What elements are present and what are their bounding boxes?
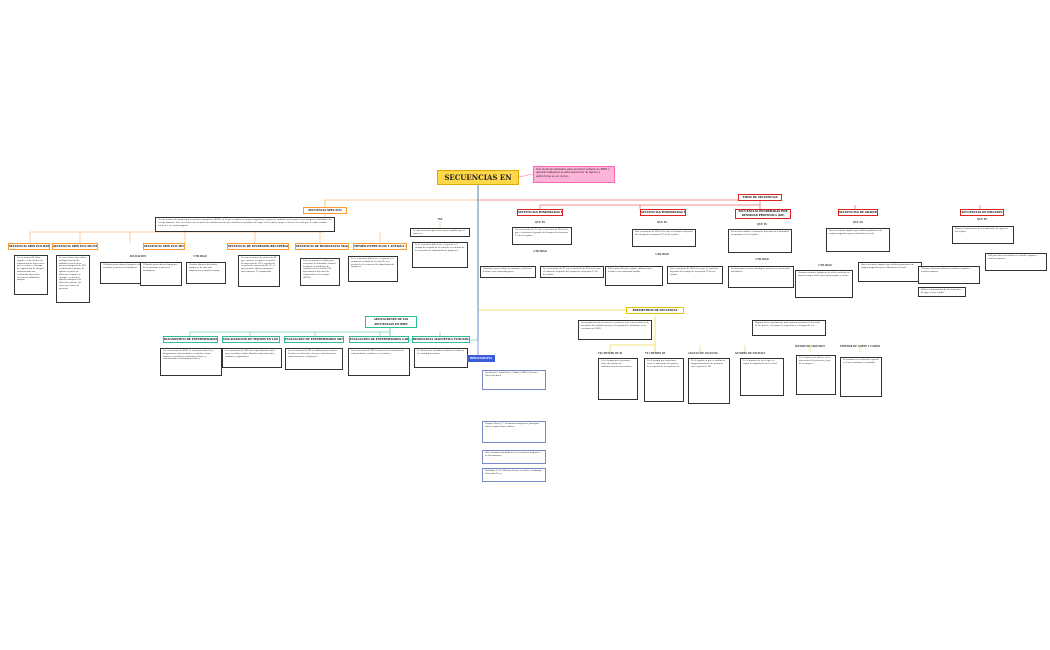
seq-que-1: Son secuencias de RM en las que el contr… — [632, 229, 696, 247]
seq-que-label-1: QUÉ ES — [657, 221, 667, 224]
param-desc-4: Es el número de píxeles en la dirección … — [796, 355, 836, 395]
params-desc-b: Algunos de los parámetros más comunes in… — [752, 320, 826, 336]
app-node-2: EVALUACIÓN DE ENFERMEDADES MÚSCULO-ESQUE… — [284, 336, 344, 343]
seq-que-label-4: QUÉ ES — [977, 218, 987, 221]
reference-0: Westbrook C, Kaut Roth C, Talbot J. MRI … — [482, 370, 546, 390]
seq-util-3b: Son secuencias rápidas que utilizan grad… — [858, 262, 922, 282]
param-desc-3: Es el número de veces que se repite la a… — [740, 358, 784, 396]
seq-util-2: Se usan para evaluar cartílagos, menisco… — [728, 266, 794, 288]
seq-util-label-3: UTILIDAD — [818, 264, 832, 267]
seq-util-3: Permiten obtener imágenes de alta resolu… — [795, 270, 853, 298]
seq-util-4: Útil para detectar infartos cerebrales a… — [918, 266, 980, 284]
param-node-0: TR (TIEMPO DE REPETICIÓN) — [598, 352, 622, 355]
multieco-label-a: APLICACIÓN — [129, 255, 147, 258]
param-desc-2: Es el ángulo en que se inclina la magnet… — [688, 358, 730, 404]
type-desc-3: Es una secuencia de pulsos de RF que con… — [238, 255, 280, 287]
app-node-1: VISUALIZACIÓN DE TEJIDOS EN LOS TEJIDOS … — [222, 336, 280, 343]
definition-note: Son técnicas utilizadas para producir se… — [533, 166, 615, 183]
seq-que-2: Secuencias donde el contraste depende de… — [728, 229, 792, 253]
spin-echo-description: Es una técnica de imagen por resonancia … — [155, 217, 335, 232]
seq-node-2: SECUENCIAS PONDERADAS POR DENSIDAD PROTÓ… — [735, 209, 791, 219]
tse-description: Es una secuencia que tiene mayor rapidez… — [410, 228, 470, 237]
type-node-2: SECUENCIA SPIN ECO MULTIECO — [143, 243, 185, 250]
app-node-4: RESONANCIA MAGNÉTICA FUNCIONAL (fRMN) — [412, 336, 470, 343]
type-node-5: TIEMPO ENTRE ECOS Y ANTIGUA ANTERIOR — [353, 243, 407, 250]
spin-echo-header: SECUENCIA SPIN ECO — [303, 207, 347, 214]
seq-util-label-0: UTILIDAD — [533, 250, 547, 253]
type-node-3: SECUENCIA DE INVERSIÓN-RECUPERACIÓN (IR) — [227, 243, 289, 250]
seq-node-1: SECUENCIAS PONDERADAS EN T2 — [640, 209, 686, 216]
types-header: TIPOS DE SECUENCIAS — [738, 194, 782, 201]
param-desc-0: Es el tiempo que transcurre entre dos pu… — [598, 358, 638, 400]
seq-util-1: Útiles para detectar edema, inflamación … — [605, 266, 663, 286]
type-node-1: SECUENCIA SPIN ECO MULTIPLANAR — [52, 243, 98, 250]
seq-util-1b: Son secuencias de RM en las que el contr… — [667, 266, 723, 284]
seq-util-0b: Las secuencias de T1 son secuencias de R… — [540, 266, 604, 278]
seq-que-label-0: QUÉ ES — [535, 221, 545, 224]
param-node-4: MATRIZ DE ADQUISICIÓN — [795, 345, 825, 348]
tse-label: TSE — [437, 218, 443, 221]
reference-3: McRobbie D. W. MRI from Picture to Proto… — [482, 468, 546, 482]
param-desc-5: Determinan la resolución espacial y el á… — [840, 357, 882, 397]
seq-util-4c: Útil para detectar infartos cerebrales a… — [985, 253, 1047, 271]
applications-header: APLICACIONES DE LAS SECUENCIAS EN RMN — [365, 316, 417, 328]
bibliography-header: BIBLIOGRAFÍA — [467, 355, 495, 362]
app-desc-3: Las secuencias de RM se usan en la evalu… — [348, 348, 410, 376]
seq-util-0: Utilizadas para evaluar la anatomía y de… — [480, 266, 536, 278]
type-desc-4: Esta secuencia se utiliza para visualiza… — [300, 258, 340, 286]
reference-2: Gili J. Introducción biofísica a la reso… — [482, 450, 546, 464]
type-node-0: SECUENCIA SPIN ECO RÁPIDA — [8, 243, 50, 250]
multieco-label-b: UTILIDAD — [193, 255, 207, 258]
params-desc-a: Los parámetros de secuencia se refieren … — [578, 320, 652, 340]
seq-util-4b: Miden el movimiento de las moléculas de … — [918, 287, 966, 297]
type-desc-1: Es una técnica que utiliza múltiples pul… — [56, 255, 90, 303]
app-desc-1: Las secuencias de RM son especialmente ú… — [222, 348, 282, 368]
multieco-use-a2: Utilizada para obtener imágenes de la an… — [140, 262, 182, 286]
reference-1: Vázquez Barro J. C. Resonancia magnética… — [482, 421, 546, 443]
seq-util-label-1: UTILIDAD — [655, 253, 669, 256]
seq-que-label-2: QUÉ ES — [757, 223, 767, 226]
app-node-0: DIAGNÓSTICO DE ENFERMEDADES CEREBRALES — [163, 336, 218, 343]
seq-que-3: Son secuencias rápidas que utilizan grad… — [826, 228, 890, 252]
param-desc-1: Es el tiempo que transcurre entre la apl… — [644, 358, 684, 402]
seq-que-label-3: QUÉ ES — [853, 221, 863, 224]
param-node-3: NÚMERO DE EXCITACIONES (NEX) — [735, 352, 765, 355]
param-node-1: TE (TIEMPO DE ECO) — [645, 352, 665, 355]
type-desc-0: La secuencia SE ultra-rápida es una técn… — [14, 255, 48, 295]
seq-node-4: SECUENCIAS DE DIFUSIÓN — [960, 209, 1004, 216]
seq-que-4: Miden el movimiento de las moléculas de … — [952, 226, 1014, 244]
seq-node-0: SECUENCIAS PONDERADAS EN T1 — [517, 209, 563, 216]
multieco-use-b: Permite obtener diferentes imágenes de u… — [186, 262, 226, 284]
params-header: PARÁMETROS DE SECUENCIA — [626, 307, 684, 314]
type-desc-5: Es la secuencia Spin Eco, el espacio o e… — [348, 256, 398, 282]
type-node-4: SECUENCIA DE RESONANCIA MAGNÉTICA FUNCIO… — [295, 243, 349, 250]
app-desc-2: Las secuencias de RM se utilizan para ev… — [285, 348, 343, 370]
tse-extra-desc: Es la secuencia Spin Eco, el espacio o e… — [412, 242, 468, 268]
app-desc-4: Se utiliza para estudiar la función cere… — [414, 348, 468, 368]
app-desc-0: Las secuencias de RMN se usan para detec… — [160, 348, 222, 376]
param-node-2: ÁNGULO DE INCLINACIÓN (FLIP ANGLE) — [688, 352, 718, 355]
param-node-5: ESPESOR DE CORTE Y CAMPO DE VISIÓN (FOV) — [840, 345, 880, 348]
app-node-3: EVALUACIÓN DE ENFERMEDADES CARDIOVASCULA… — [349, 336, 409, 343]
central-title: SECUENCIAS EN RMN — [437, 170, 519, 185]
seq-node-3: SECUENCIAS DE GRADIENTE — [838, 209, 878, 216]
seq-que-0: Las secuencias de T1 son secuencias de R… — [512, 227, 572, 245]
seq-util-label-2: UTILIDAD — [755, 258, 769, 261]
